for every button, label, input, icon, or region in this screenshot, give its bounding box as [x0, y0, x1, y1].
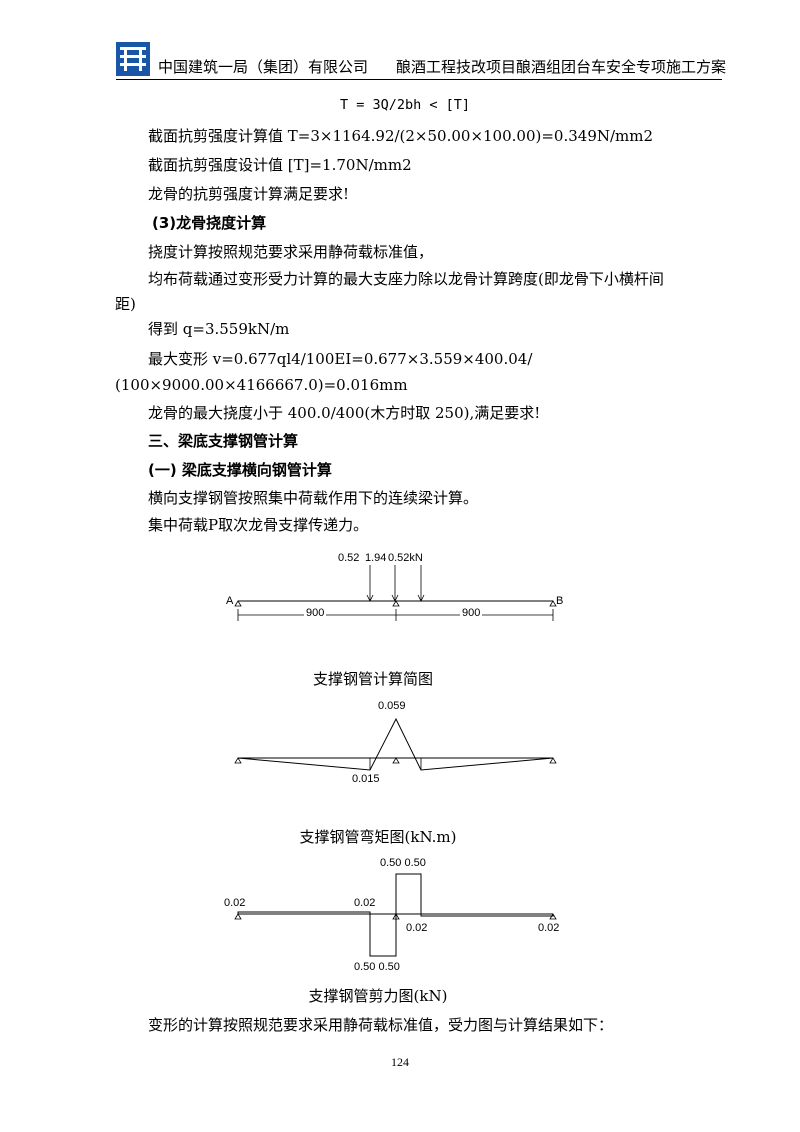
moment-diagram: 0.059 0.015 — [234, 700, 557, 785]
deflection-ok: 龙骨的最大挠度小于 400.0/400(木方时取 250),满足要求! — [148, 404, 541, 422]
shear-right-mid-label: 0.02 — [406, 922, 427, 934]
shear-diagram: 0.50 0.50 0.02 0.02 0.02 0.02 0.50 0.50 — [224, 857, 559, 973]
header-divider — [116, 79, 722, 80]
shear-left-end-label: 0.02 — [224, 897, 245, 909]
page-number: 124 — [391, 1055, 409, 1069]
company-logo — [116, 42, 150, 76]
shear-bottom-pair-label: 0.50 0.50 — [354, 961, 400, 973]
shear-right-end-label: 0.02 — [538, 922, 559, 934]
shear-top-pair-label: 0.50 0.50 — [380, 857, 426, 869]
q-value: 得到 q=3.559kN/m — [148, 320, 290, 338]
max-deflection-a: 最大变形 v=0.677ql4/100EI=0.677×3.559×400.04… — [148, 350, 533, 368]
closing-line: 变形的计算按照规范要求采用静荷载标准值，受力图与计算结果如下： — [148, 1016, 614, 1034]
support-a-label: A — [226, 595, 234, 607]
header-project: 酿酒工程技改项目酿酒组团台车安全专项施工方案 — [396, 58, 727, 76]
shear-formula: T = 3Q/2bh < [T] — [340, 97, 471, 113]
deflection-p2b: 距) — [115, 295, 136, 313]
support-b-label: B — [556, 595, 563, 607]
span-left-label: 900 — [306, 607, 324, 619]
header-company: 中国建筑一局（集团）有限公司 — [158, 58, 369, 76]
section-3-1-heading: (一) 梁底支撑横向钢管计算 — [148, 461, 332, 479]
deflection-p1: 挠度计算按照规范要求采用静荷载标准值， — [148, 243, 434, 261]
load-text: 集中荷载P取次龙骨支撑传递力。 — [148, 516, 369, 534]
max-deflection-b: (100×9000.00×4166667.0)=0.016mm — [115, 376, 408, 394]
moment-caption: 支撑钢管弯矩图(kN.m) — [299, 828, 457, 846]
calc-sketch-caption: 支撑钢管计算简图 — [312, 670, 433, 688]
shear-left-mid-label: 0.02 — [354, 897, 375, 909]
continuous-beam-text: 横向支撑钢管按照集中荷载作用下的连续梁计算。 — [148, 489, 479, 507]
shear-calc: 截面抗剪强度计算值 T=3×1164.92/(2×50.00×100.00)=0… — [148, 127, 654, 145]
shear-caption: 支撑钢管剪力图(kN) — [308, 987, 448, 1005]
deflection-p2a: 均布荷载通过变形受力计算的最大支座力除以龙骨计算跨度(即龙骨下小横杆间 — [148, 270, 664, 288]
calc-sketch-diagram: 0.52 1.94 0.52kN A B 900 900 — [226, 552, 563, 621]
deflection-heading: (3)龙骨挠度计算 — [152, 214, 267, 232]
load-label-1: 0.52 — [338, 552, 359, 564]
shear-ok: 龙骨的抗剪强度计算满足要求! — [148, 185, 350, 203]
load-label-2: 1.94 — [365, 552, 386, 564]
shear-design: 截面抗剪强度设计值 [T]=1.70N/mm2 — [148, 156, 412, 174]
section-3-heading: 三、梁底支撑钢管计算 — [148, 432, 299, 450]
moment-peak-label: 0.059 — [378, 700, 406, 712]
load-label-3: 0.52kN — [388, 552, 423, 564]
span-right-label: 900 — [462, 607, 480, 619]
moment-trough-label: 0.015 — [352, 773, 380, 785]
